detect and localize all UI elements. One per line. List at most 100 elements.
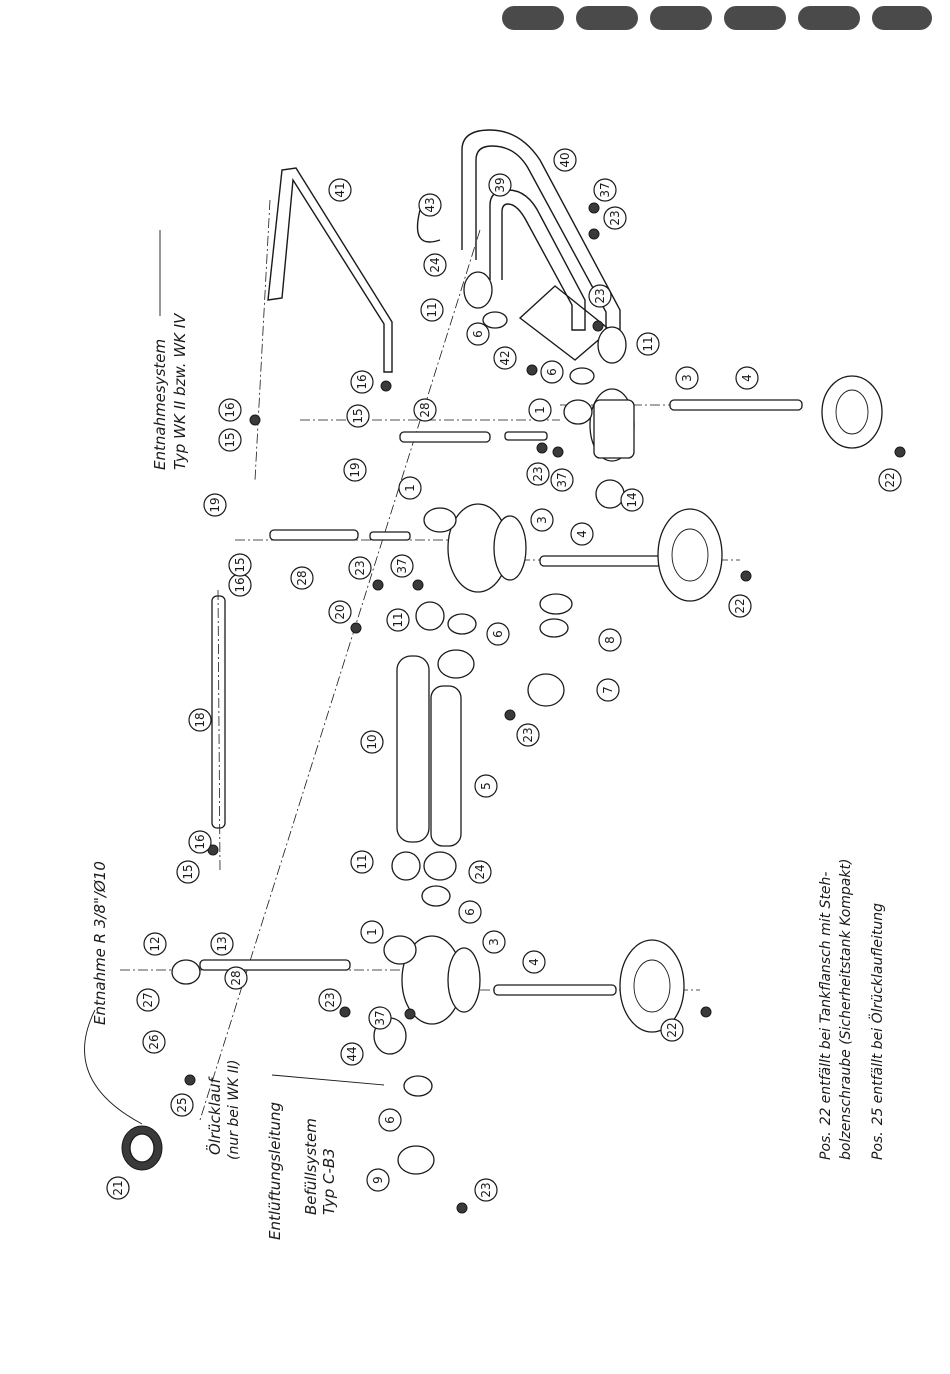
callout-number: 7 [601, 686, 615, 694]
callout-circle [378, 1108, 402, 1132]
callout-circle [493, 346, 517, 370]
u-bolt-43 [416, 209, 441, 243]
section-tab-2[interactable] [576, 6, 638, 30]
callout-circle [550, 468, 574, 492]
callout-number: 22 [733, 598, 747, 613]
callout-number: 6 [491, 630, 505, 638]
callout-number: 3 [487, 938, 501, 946]
callout-circle [603, 206, 627, 230]
callout-circle [474, 774, 498, 798]
callout-circle [398, 476, 422, 500]
callout-number: 23 [608, 210, 622, 225]
callout-circle [368, 1006, 392, 1030]
callout-circle [878, 468, 902, 492]
callout-number: 15 [181, 864, 195, 879]
callout-circle [343, 458, 367, 482]
callout-number: 23 [521, 727, 535, 742]
callout-number: 11 [355, 854, 369, 869]
callout-number: 27 [141, 992, 155, 1007]
callout-number: 9 [371, 1176, 385, 1184]
part-1-lower [383, 935, 417, 965]
callout-number: 37 [395, 558, 409, 573]
callout-circle [466, 322, 490, 346]
callout-number: 21 [111, 1180, 125, 1195]
callout-number: 15 [351, 408, 365, 423]
ring-flange-middle [657, 508, 723, 602]
callout-circle [218, 398, 242, 422]
callout-circle [596, 678, 620, 702]
seal-6-lower [421, 885, 451, 907]
ring-flange-upper [821, 375, 883, 449]
seal-6-middle [447, 613, 477, 635]
callout-circle [360, 920, 384, 944]
callout-number: 26 [147, 1034, 161, 1049]
callout-circle [418, 193, 442, 217]
label-typ-cb3: Typ C-B3 [320, 1148, 338, 1215]
plate-24-middle [437, 649, 475, 679]
callout-circle [488, 173, 512, 197]
callout-number: 15 [233, 557, 247, 572]
part-11-lower [391, 851, 421, 881]
rod-4-middle [539, 555, 663, 567]
callout-circle [210, 932, 234, 956]
callout-number: 6 [471, 330, 485, 338]
callout-circle [528, 398, 552, 422]
callout-number: 3 [535, 516, 549, 524]
pipe-5 [430, 685, 462, 847]
section-tab-4[interactable] [724, 6, 786, 30]
callout-number: 16 [233, 577, 247, 592]
callout-circle [540, 360, 564, 384]
part-11-upper [597, 326, 627, 364]
callout-number: 39 [493, 177, 507, 192]
callout-number: 41 [333, 182, 347, 197]
callout-circle [290, 566, 314, 590]
label-typ-wk: Typ WK II bzw. WK IV [171, 312, 189, 470]
callout-circle [142, 1030, 166, 1054]
callout-number: 16 [355, 374, 369, 389]
callout-circle [553, 148, 577, 172]
callout-number: 28 [229, 970, 243, 985]
part-1-middle [423, 507, 457, 533]
part-12 [171, 959, 201, 985]
seal-6-top [482, 311, 508, 329]
callout-number: 11 [391, 612, 405, 627]
callout-circle [486, 622, 510, 646]
assembly-lower [84, 851, 685, 1175]
section-tab-3[interactable] [650, 6, 712, 30]
callout-circle [188, 830, 212, 854]
part-11-middle [415, 601, 445, 631]
label-befuellsystem: Befüllsystem [302, 1118, 320, 1215]
callout-circle [420, 298, 444, 322]
callout-number: 37 [555, 472, 569, 487]
callout-number: 22 [883, 472, 897, 487]
u-pipe-39 [489, 189, 586, 331]
callout-number: 5 [479, 782, 493, 790]
section-tab-5[interactable] [798, 6, 860, 30]
callout-circle [598, 628, 622, 652]
callout-number: 23 [593, 288, 607, 303]
callout-circle [228, 553, 252, 577]
callout-circle [675, 366, 699, 390]
callout-number: 24 [473, 864, 487, 879]
callout-circle [593, 178, 617, 202]
callout-circle [522, 950, 546, 974]
callout-number: 4 [527, 958, 541, 966]
callout-circle [224, 966, 248, 990]
line-28-upper [399, 431, 491, 443]
section-tab-1[interactable] [502, 6, 564, 30]
pipe-10 [396, 655, 430, 843]
callout-circle [170, 1093, 194, 1117]
callout-number: 15 [223, 432, 237, 447]
ring-flange-lower [619, 939, 685, 1033]
callout-number: 23 [323, 992, 337, 1007]
callout-circle [413, 398, 437, 422]
callout-circle [136, 988, 160, 1012]
callout-number: 4 [575, 530, 589, 538]
callout-number: 43 [423, 197, 437, 212]
section-tab-6[interactable] [872, 6, 932, 30]
note-line-2: bolzenschraube (Sicherheitstank Kompakt) [838, 859, 854, 1160]
callout-number: 40 [558, 152, 572, 167]
callout-circle [348, 556, 372, 580]
